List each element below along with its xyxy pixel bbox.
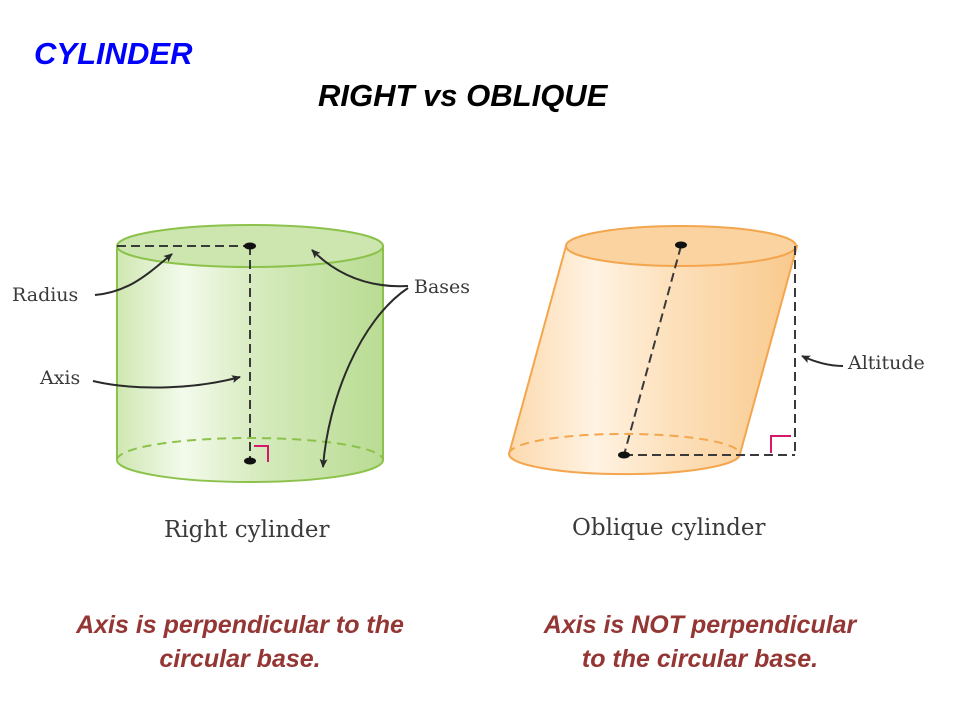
right-cylinder-bottom-center xyxy=(244,457,256,465)
right-angle-mark-oblique xyxy=(770,435,791,453)
right-cylinder-note-line-2: circular base. xyxy=(159,645,321,673)
right-cylinder-note-line-1: Axis is perpendicular to the xyxy=(76,611,404,639)
altitude-arrow xyxy=(801,355,844,367)
oblique-cylinder-bottom-center xyxy=(618,451,630,459)
page-title: CYLINDER xyxy=(34,36,193,71)
oblique-cylinder-note: Axis is NOT perpendicular to the circula… xyxy=(480,608,920,676)
right-cylinder-caption: Right cylinder xyxy=(164,517,330,543)
oblique-cylinder-note-line-2: to the circular base. xyxy=(581,645,819,673)
oblique-cylinder-bottom-base-hidden xyxy=(508,432,741,455)
oblique-cylinder-note-line-1: Axis is NOT perpendicular xyxy=(543,611,857,639)
right-cylinder-top-center xyxy=(244,242,256,250)
oblique-cylinder-body xyxy=(507,245,799,476)
bases-label: Bases xyxy=(414,276,470,298)
right-angle-mark-right xyxy=(254,445,269,462)
bases-arrow-bottom xyxy=(319,287,409,468)
axis-label: Axis xyxy=(39,367,80,389)
radius-label: Radius xyxy=(12,284,78,306)
page-subtitle: RIGHT vs OBLIQUE xyxy=(318,78,608,113)
right-cylinder-note: Axis is perpendicular to the circular ba… xyxy=(20,608,460,676)
axis-arrow xyxy=(92,375,241,389)
radius-arrow xyxy=(94,253,173,296)
right-cylinder-bottom-base-hidden xyxy=(116,437,384,461)
altitude-label: Altitude xyxy=(847,352,925,374)
oblique-cylinder-top-center xyxy=(675,241,687,249)
oblique-cylinder xyxy=(507,225,799,476)
oblique-cylinder-caption: Oblique cylinder xyxy=(572,515,765,541)
bases-arrow-top xyxy=(311,249,409,288)
right-cylinder xyxy=(116,224,384,483)
oblique-cylinder-axis-line xyxy=(623,245,682,456)
